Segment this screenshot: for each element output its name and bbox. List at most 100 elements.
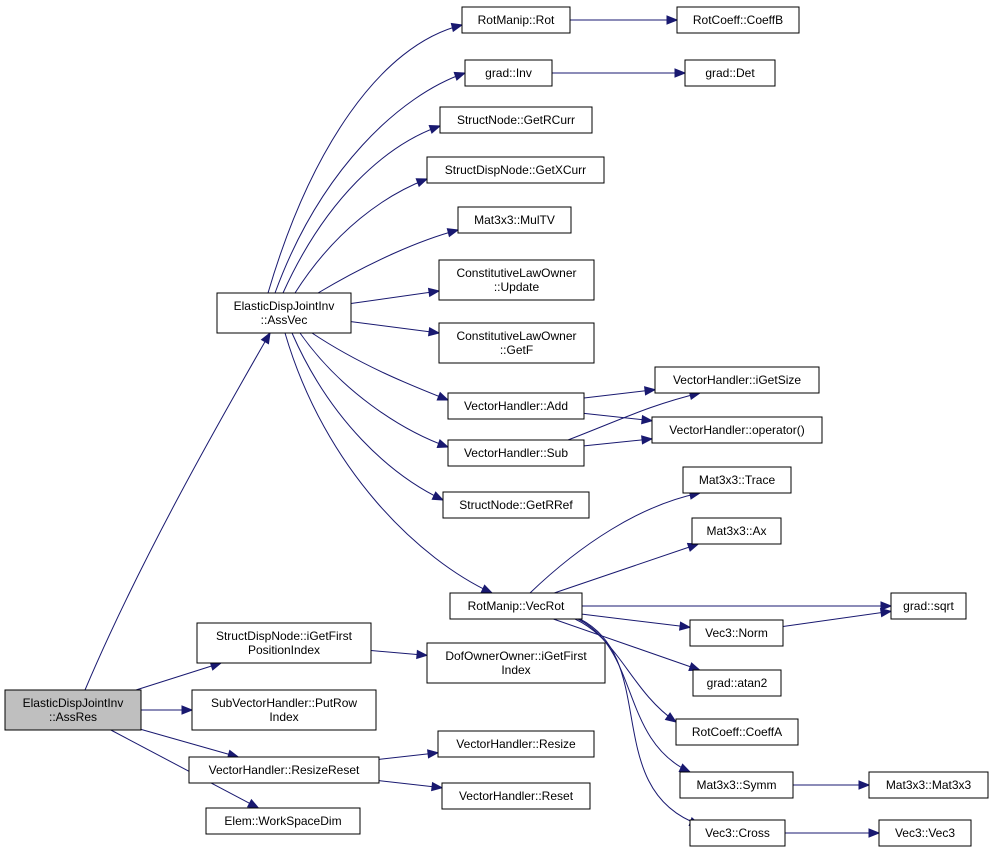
- edge-line: [317, 229, 459, 294]
- edge-assres-to-assvec: [84, 331, 271, 691]
- edge-assvec-to-clo_getf: [350, 321, 441, 337]
- arrowhead: [436, 391, 450, 401]
- edge-assvec-to-vh_add: [311, 332, 450, 401]
- node-m33-ax[interactable]: Mat3x3::Ax: [691, 517, 782, 545]
- node-label: StructDispNode::iGetFirst: [216, 629, 353, 643]
- edge-rm_vecrot-to-grad_sqrt: [582, 601, 893, 611]
- edge-assres-to-svh_putrow: [141, 705, 194, 715]
- node-vh-add[interactable]: VectorHandler::Add: [447, 392, 585, 420]
- node-assres[interactable]: ElasticDispJointInv::AssRes: [4, 689, 142, 731]
- node-box: [441, 782, 591, 810]
- arrowhead: [686, 542, 700, 552]
- node-vh-sub[interactable]: VectorHandler::Sub: [447, 439, 585, 467]
- node-label: Mat3x3::Symm: [696, 778, 776, 792]
- arrowhead: [480, 584, 494, 594]
- edge-line: [579, 618, 701, 826]
- node-box: [426, 642, 606, 684]
- node-label: Vec3::Norm: [705, 626, 768, 640]
- node-box: [438, 322, 595, 364]
- node-label: VectorHandler::Resize: [456, 737, 576, 751]
- node-vh-resize[interactable]: VectorHandler::Resize: [437, 730, 595, 758]
- edge-rm_vecrot-to-rc_coeffa: [574, 618, 678, 723]
- edge-line: [110, 729, 259, 809]
- edge-assvec-to-rm_rot: [267, 22, 464, 294]
- arrowhead: [181, 705, 194, 715]
- node-m33-symm[interactable]: Mat3x3::Symm: [679, 771, 794, 799]
- edge-assvec-to-sn_getrcurr: [282, 124, 442, 294]
- node-box: [439, 106, 593, 134]
- node-rc-coeffa[interactable]: RotCoeff::CoeffA: [675, 718, 799, 746]
- arrowhead: [436, 439, 450, 448]
- edge-line: [294, 178, 428, 294]
- arrowhead: [416, 649, 429, 660]
- node-grad-det[interactable]: grad::Det: [684, 59, 776, 87]
- node-rm-vecrot[interactable]: RotManip::VecRot: [449, 592, 583, 620]
- arrowhead: [679, 621, 692, 631]
- node-box: [449, 592, 583, 620]
- node-sdn-getxcurr[interactable]: StructDispNode::GetXCurr: [426, 156, 605, 184]
- node-grad-sqrt[interactable]: grad::sqrt: [890, 592, 967, 620]
- node-vec3-vec3[interactable]: Vec3::Vec3: [878, 819, 972, 847]
- node-box: [196, 622, 372, 664]
- node-label: StructNode::GetRCurr: [457, 113, 575, 127]
- node-label: VectorHandler::Add: [464, 399, 568, 413]
- node-box: [188, 756, 380, 784]
- edge-assvec-to-clo_update: [350, 287, 441, 304]
- node-m33-trace[interactable]: Mat3x3::Trace: [682, 466, 792, 494]
- node-grad-atan2[interactable]: grad::atan2: [692, 669, 782, 697]
- node-vec3-cross[interactable]: Vec3::Cross: [689, 819, 786, 847]
- node-label: grad::Det: [705, 66, 755, 80]
- arrowhead: [431, 491, 445, 501]
- edge-assvec-to-vh_sub: [299, 332, 450, 448]
- node-label: Mat3x3::MulTV: [474, 213, 555, 227]
- node-elem-wsd[interactable]: Elem::WorkSpaceDim: [205, 807, 361, 835]
- node-vh-operator[interactable]: VectorHandler::operator(): [651, 416, 823, 444]
- edge-sdn_igetfirst-to-doo_igetfirst: [370, 649, 429, 660]
- node-label: grad::sqrt: [903, 599, 954, 613]
- node-clo-getf[interactable]: ConstitutiveLawOwner::GetF: [438, 322, 595, 364]
- node-vh-resizereset[interactable]: VectorHandler::ResizeReset: [188, 756, 380, 784]
- node-box: [692, 669, 782, 697]
- node-vh-reset[interactable]: VectorHandler::Reset: [441, 782, 591, 810]
- edge-rm_vecrot-to-m33_symm: [577, 618, 692, 773]
- node-sn-getrref[interactable]: StructNode::GetRRef: [442, 491, 590, 519]
- arrowhead: [644, 386, 657, 396]
- arrowhead: [641, 435, 654, 445]
- edge-m33_symm-to-m33_m33: [793, 780, 871, 790]
- node-box: [447, 439, 585, 467]
- node-rm-rot[interactable]: RotManip::Rot: [461, 6, 571, 34]
- node-box: [679, 771, 794, 799]
- function-nodes: ElasticDispJointInv::AssRes ElasticDispJo…: [4, 6, 989, 847]
- edge-line: [291, 332, 444, 501]
- edge-line: [577, 618, 691, 773]
- edge-line: [140, 728, 239, 758]
- node-label: grad::Inv: [485, 66, 532, 80]
- node-box: [438, 259, 595, 301]
- node-label: RotManip::Rot: [478, 13, 555, 27]
- node-box: [191, 689, 377, 731]
- node-sn-getrcurr[interactable]: StructNode::GetRCurr: [439, 106, 593, 134]
- node-label: SubVectorHandler::PutRow: [211, 696, 357, 710]
- node-vh-igetsize[interactable]: VectorHandler::iGetSize: [654, 366, 820, 394]
- node-label: Mat3x3::Mat3x3: [886, 778, 972, 792]
- node-label: ::GetF: [500, 343, 533, 357]
- arrowhead: [453, 71, 467, 81]
- node-label: RotManip::VecRot: [468, 599, 565, 613]
- node-m33-m33[interactable]: Mat3x3::Mat3x3: [868, 771, 989, 799]
- edge-line: [282, 125, 441, 294]
- node-m33-multv[interactable]: Mat3x3::MulTV: [457, 206, 572, 234]
- node-clo-update[interactable]: ConstitutiveLawOwner::Update: [438, 259, 595, 301]
- arrowhead: [431, 781, 444, 792]
- edge-line: [583, 412, 653, 422]
- node-assvec[interactable]: ElasticDispJointInv::AssVec: [216, 292, 352, 334]
- edge-assvec-to-sn_getrref: [291, 332, 445, 501]
- arrowhead: [415, 178, 429, 188]
- edge-line: [267, 24, 463, 294]
- node-grad-inv[interactable]: grad::Inv: [464, 59, 553, 87]
- node-rc-coeffb[interactable]: RotCoeff::CoeffB: [676, 6, 800, 34]
- node-vec3-norm[interactable]: Vec3::Norm: [689, 619, 784, 647]
- edge-vh_add-to-vh_igetsize: [583, 386, 657, 399]
